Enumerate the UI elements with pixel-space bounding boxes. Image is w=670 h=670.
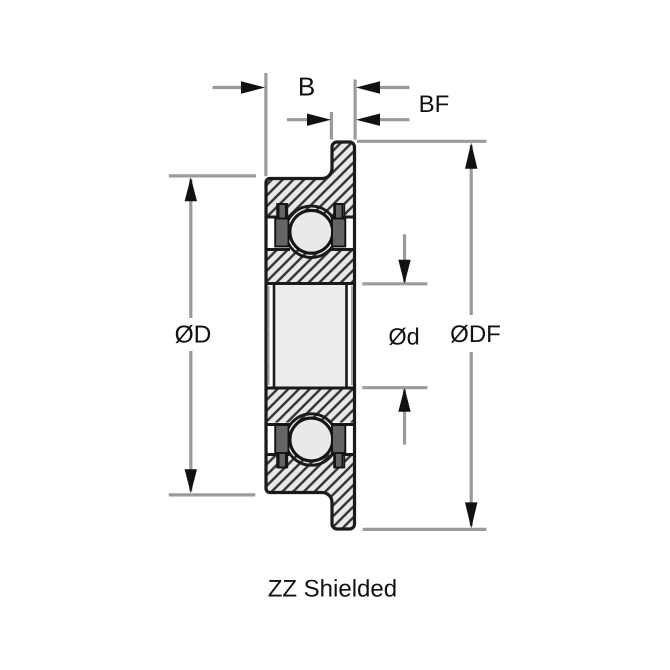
svg-text:Ød: Ød [388, 324, 419, 350]
svg-text:ØDF: ØDF [450, 321, 501, 348]
svg-text:ZZ Shielded: ZZ Shielded [268, 576, 397, 603]
svg-text:ØD: ØD [175, 321, 212, 348]
svg-text:B: B [298, 72, 315, 102]
svg-text:BF: BF [419, 91, 450, 118]
